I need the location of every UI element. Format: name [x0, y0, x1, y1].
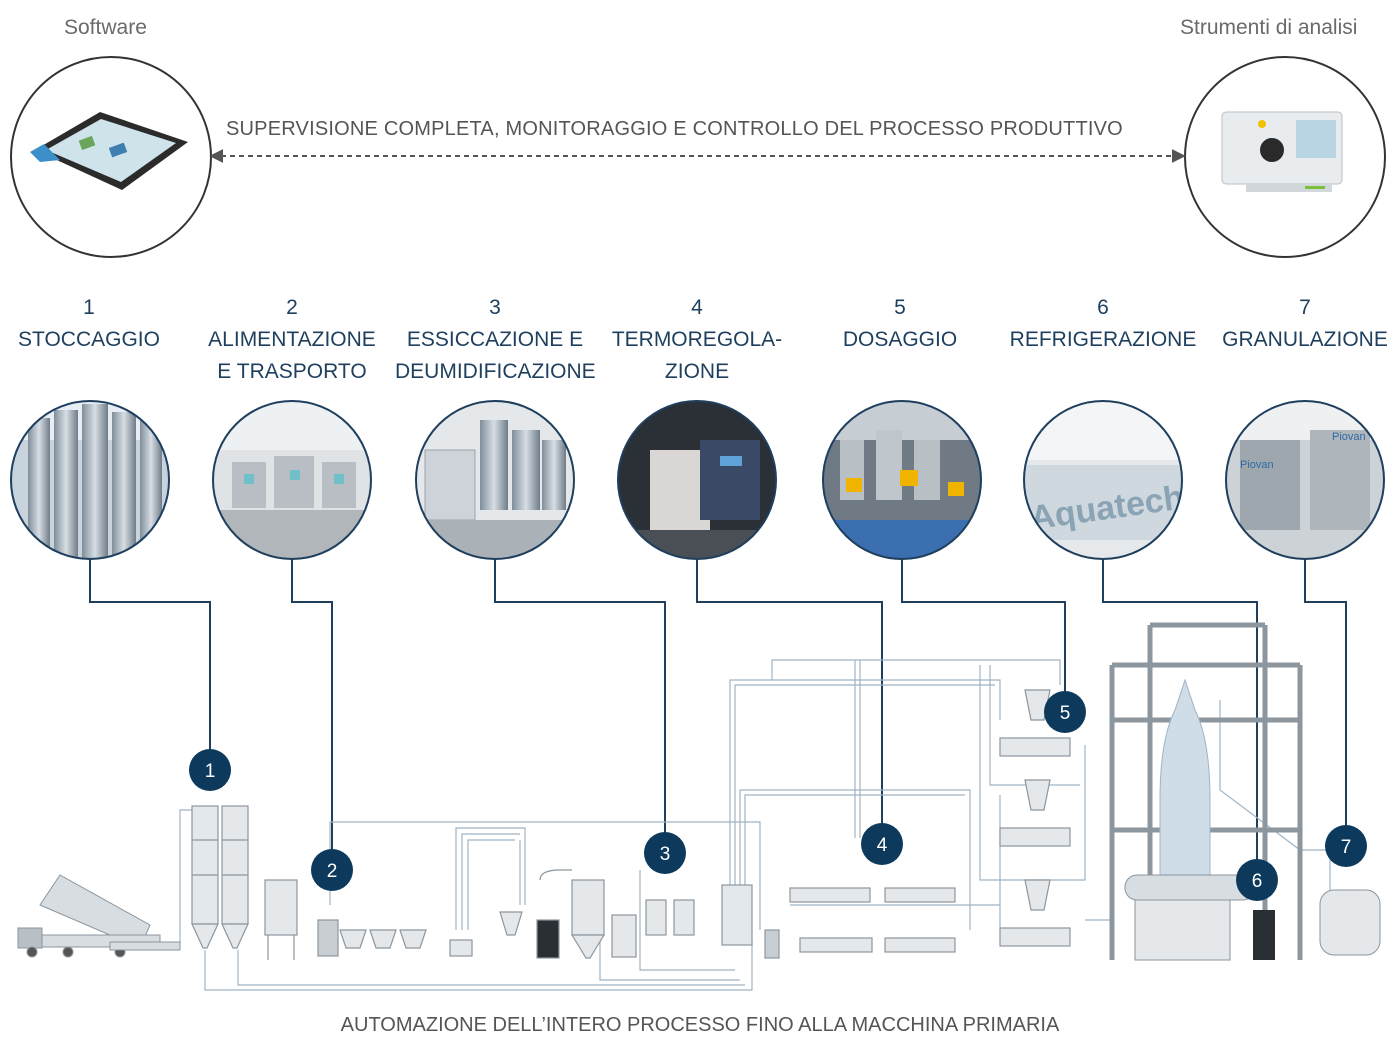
- marker-1: 1: [189, 749, 231, 791]
- connector-7: [1304, 559, 1347, 828]
- silos-icon: [191, 805, 249, 949]
- marker-3: 3: [644, 832, 686, 874]
- step-5-title: 5 DOSAGGIO: [800, 292, 1000, 356]
- analyzer-device-icon: [1221, 111, 1343, 192]
- connector-5: [901, 559, 1066, 694]
- connector-2: [291, 559, 333, 852]
- marker-3-label: 3: [660, 844, 671, 865]
- marker-2-label: 2: [327, 861, 338, 882]
- photo-refrigeration: Aquatech: [1024, 401, 1182, 559]
- step-number: 1: [83, 296, 95, 319]
- marker-2: 2: [311, 849, 353, 891]
- piovan-text-1: Piovan: [1240, 459, 1274, 471]
- step-4-title: 4 TERMOREGOLA- ZIONE: [597, 292, 797, 388]
- marker-5: 5: [1044, 691, 1086, 733]
- step-name: ESSICCAZIONE E: [406, 328, 584, 351]
- marker-7-label: 7: [1341, 837, 1352, 858]
- connector-4: [696, 559, 883, 826]
- step-name-line2: E TRASPORTO: [217, 360, 367, 383]
- step-6-title: 6 REFRIGERAZIONE: [1003, 292, 1203, 356]
- marker-5-label: 5: [1060, 703, 1071, 724]
- truck-icon: [17, 874, 181, 958]
- marker-4: 4: [861, 823, 903, 865]
- supervision-text: SUPERVISIONE COMPLETA, MONITORAGGIO E CO…: [226, 118, 1123, 140]
- tablet-icon: [30, 112, 188, 190]
- step-number: 6: [1097, 296, 1109, 319]
- tower-vessel: [1124, 678, 1381, 961]
- step-name: STOCCAGGIO: [18, 328, 160, 351]
- photo-feeding-conveying: [213, 401, 371, 559]
- step-name-line2: ZIONE: [664, 360, 730, 383]
- step-7-title: 7 GRANULAZIONE: [1205, 292, 1400, 356]
- extrusion-lines: [789, 689, 1071, 953]
- step-number: 5: [894, 296, 906, 319]
- connector-1: [89, 559, 211, 752]
- step-number: 2: [286, 296, 298, 319]
- analysis-tools-label: Strumenti di analisi: [1180, 16, 1358, 39]
- bottom-caption: AUTOMAZIONE DELL’INTERO PROCESSO FINO AL…: [340, 1014, 1060, 1036]
- marker-4-label: 4: [877, 835, 888, 856]
- drying-equipment: [499, 869, 780, 959]
- step-name: TERMOREGOLA-: [611, 328, 783, 351]
- connector-3: [494, 559, 666, 835]
- step-3-title: 3 ESSICCAZIONE E DEUMIDIFICAZIONE: [395, 292, 596, 388]
- photo-temperature-control: [618, 401, 776, 559]
- software-label: Software: [64, 16, 147, 39]
- analysis-tools-circle: [1184, 56, 1386, 258]
- step-name: ALIMENTAZIONE: [208, 328, 376, 351]
- step-1-title: 1 STOCCAGGIO: [0, 292, 189, 356]
- step-number: 4: [691, 296, 703, 319]
- step-number: 7: [1299, 296, 1311, 319]
- step-name: GRANULAZIONE: [1222, 328, 1388, 351]
- connector-lines: [89, 559, 1347, 862]
- step-name-line2: DEUMIDIFICAZIONE: [395, 360, 596, 383]
- connector-6: [1102, 559, 1258, 862]
- marker-6-label: 6: [1252, 871, 1263, 892]
- piovan-text-2: Piovan: [1332, 431, 1366, 443]
- step-name: DOSAGGIO: [842, 328, 958, 351]
- marker-1-label: 1: [205, 761, 216, 782]
- step-number: 3: [489, 296, 501, 319]
- software-circle: [10, 56, 212, 258]
- marker-7: 7: [1325, 825, 1367, 867]
- step-2-title: 2 ALIMENTAZIONE E TRASPORTO: [192, 292, 392, 388]
- marker-6: 6: [1236, 859, 1278, 901]
- step-name: REFRIGERAZIONE: [1009, 328, 1197, 351]
- conveying-equipment: [264, 879, 473, 960]
